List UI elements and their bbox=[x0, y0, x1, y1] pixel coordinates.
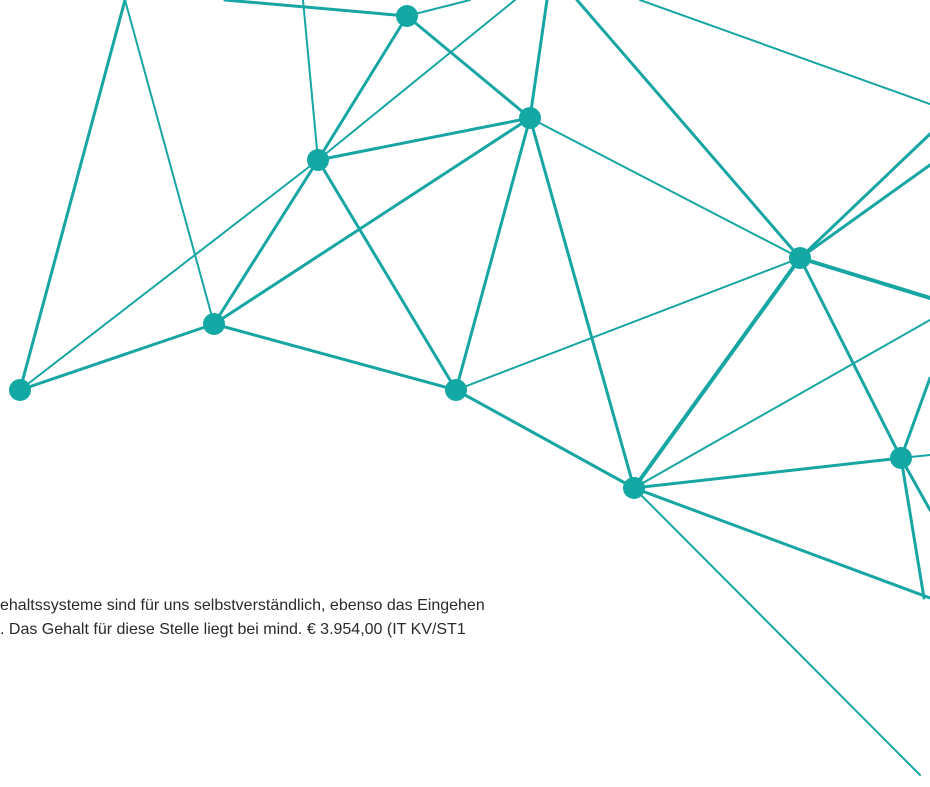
network-node bbox=[519, 107, 541, 129]
network-edge bbox=[528, 0, 549, 120]
network-edge bbox=[899, 376, 930, 460]
network-edge bbox=[316, 14, 409, 162]
network-node bbox=[203, 313, 225, 335]
salary-text-line-1: ehaltssysteme sind für uns selbstverstän… bbox=[0, 597, 485, 614]
network-edge bbox=[454, 116, 532, 392]
network-edge bbox=[212, 158, 320, 326]
network-edge bbox=[317, 0, 516, 161]
salary-paragraph: ehaltssysteme sind für uns selbstverstän… bbox=[0, 594, 740, 642]
network-edge bbox=[302, 0, 319, 161]
network-edge bbox=[454, 388, 636, 490]
network-node bbox=[396, 5, 418, 27]
network-edge bbox=[632, 456, 903, 490]
salary-text-line-2: . Das Gehalt für diese Stelle liegt bei … bbox=[0, 621, 466, 638]
network-node bbox=[890, 447, 912, 469]
network-edge bbox=[18, 322, 216, 392]
network-nodes bbox=[9, 5, 912, 499]
network-node bbox=[9, 379, 31, 401]
network-edges bbox=[18, 0, 930, 776]
network-edge bbox=[632, 486, 930, 600]
network-edge bbox=[633, 319, 930, 489]
network-edge bbox=[212, 322, 458, 392]
network-edge bbox=[633, 487, 921, 776]
network-node bbox=[623, 477, 645, 499]
network-edge bbox=[575, 0, 802, 260]
network-node bbox=[307, 149, 329, 171]
network-edge bbox=[798, 256, 930, 300]
network-edge bbox=[405, 14, 532, 120]
network-edge bbox=[18, 0, 127, 392]
network-edge bbox=[798, 163, 930, 260]
network-edge bbox=[124, 0, 215, 325]
network-edge bbox=[19, 159, 319, 391]
network-edge bbox=[316, 158, 458, 392]
network-edge bbox=[455, 257, 801, 391]
network-edge bbox=[632, 256, 802, 490]
network-node bbox=[445, 379, 467, 401]
network-edge bbox=[223, 0, 409, 18]
network-edge bbox=[212, 116, 532, 326]
network-edge bbox=[639, 0, 930, 105]
network-edge bbox=[899, 456, 926, 600]
network-node bbox=[789, 247, 811, 269]
network-edge bbox=[798, 256, 903, 460]
network-edge bbox=[528, 116, 636, 490]
network-edge bbox=[798, 132, 930, 260]
network-edge bbox=[529, 117, 801, 259]
network-edge bbox=[316, 116, 532, 162]
